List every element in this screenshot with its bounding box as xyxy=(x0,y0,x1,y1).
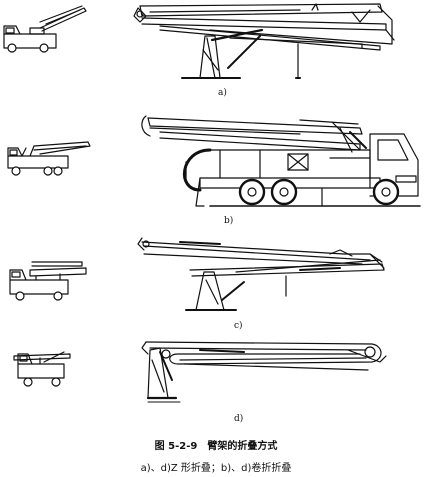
boom-diagram-d xyxy=(141,341,387,403)
label-c: c) xyxy=(234,321,243,331)
figure-caption-title: 图 5-2-9 臂架的折叠方式 xyxy=(0,437,432,452)
boom-truck-diagram-b xyxy=(141,115,421,207)
figure-number: 图 5-2-9 xyxy=(154,441,198,452)
small-truck-a xyxy=(3,5,87,53)
label-b: b) xyxy=(224,216,234,226)
boom-diagram-a xyxy=(133,3,395,79)
figure-title: 臂架的折叠方式 xyxy=(207,441,278,452)
label-d: d) xyxy=(234,414,244,424)
small-truck-b xyxy=(7,141,91,176)
figure-caption-subtitle: a)、d)Z 形折叠；b)、d)卷折折叠 xyxy=(140,463,292,474)
boom-diagram-c xyxy=(137,237,385,311)
small-truck-c xyxy=(9,261,87,301)
label-a: a) xyxy=(218,88,227,98)
small-truck-d xyxy=(13,351,71,387)
